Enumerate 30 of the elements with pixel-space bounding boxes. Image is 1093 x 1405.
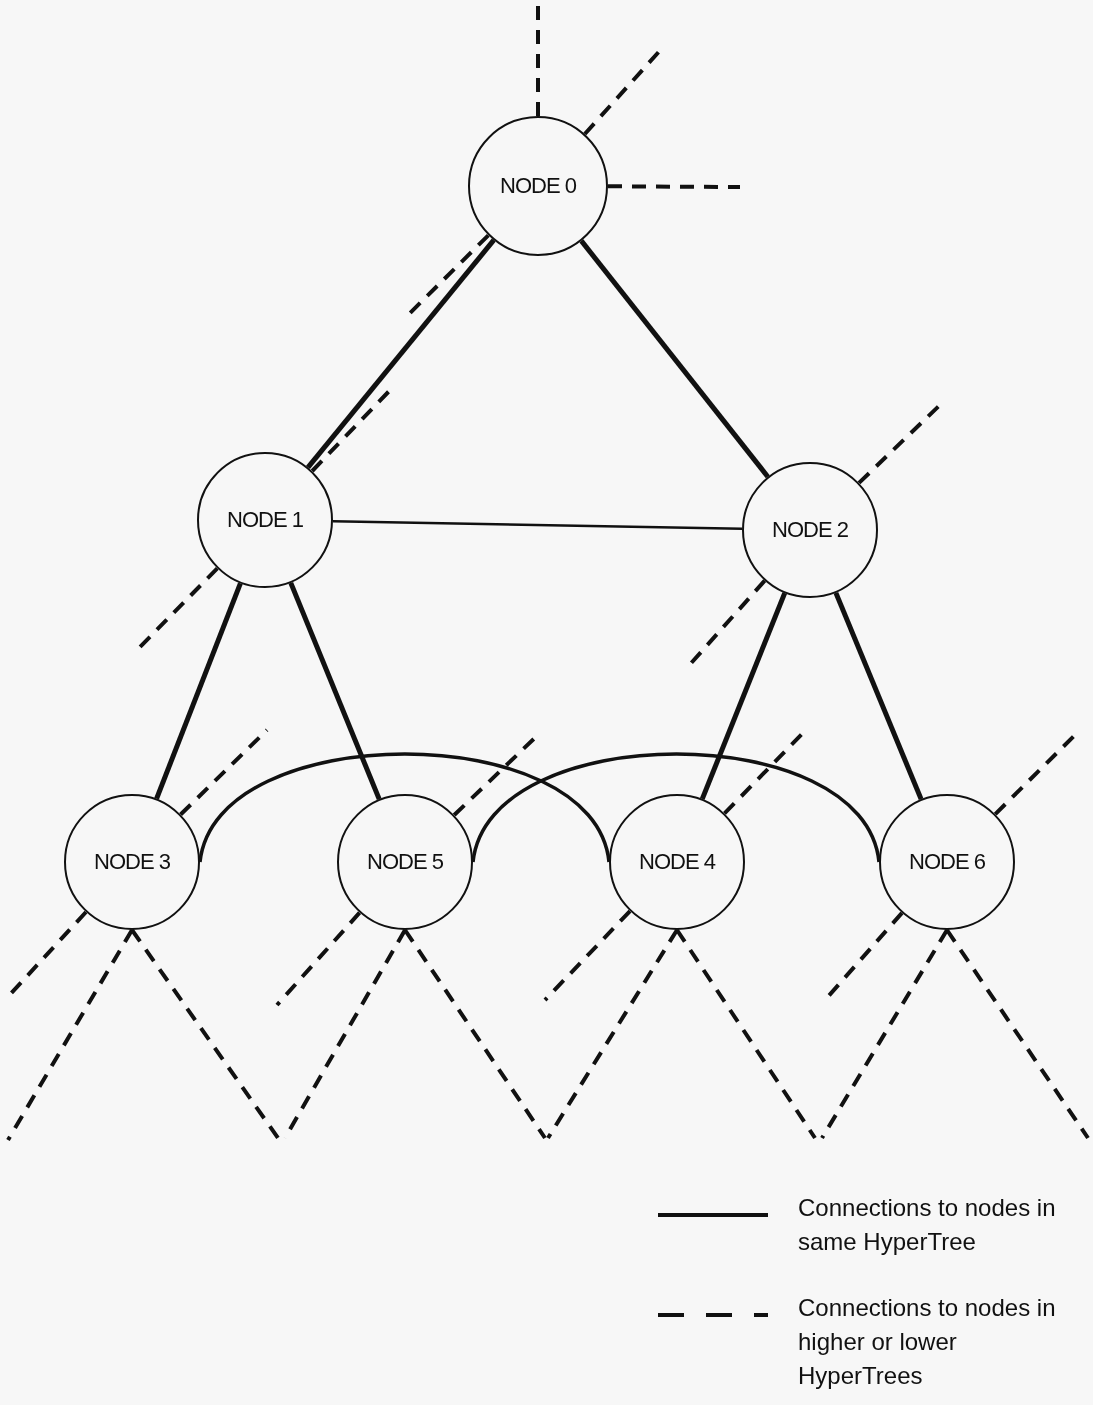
connector-line xyxy=(699,592,788,800)
connector-line xyxy=(833,591,924,801)
node-label: NODE 1 xyxy=(227,507,303,533)
dashed-connector xyxy=(820,928,949,1140)
connector-line xyxy=(471,752,881,863)
node-label: NODE 6 xyxy=(909,849,985,875)
node-label: NODE 2 xyxy=(772,517,848,543)
node-label: NODE 5 xyxy=(367,849,443,875)
legend-text: Connections to nodes in same HyperTree xyxy=(798,1193,1057,1257)
dashed-connector xyxy=(675,928,817,1140)
dashed-connector xyxy=(403,928,547,1140)
connector-line xyxy=(579,239,770,479)
dashed-connector xyxy=(275,911,362,1007)
connector-line xyxy=(198,752,611,863)
node-label: NODE 4 xyxy=(639,849,715,875)
dashed-connector xyxy=(6,929,134,1141)
connector-line xyxy=(154,582,243,800)
connector-line xyxy=(288,581,382,801)
dashed-connector xyxy=(179,728,269,816)
legend-text: Connections to nodes in higher or lower HyperTrees xyxy=(798,1293,1057,1391)
node-label: NODE 0 xyxy=(500,173,576,199)
dashed-connector xyxy=(543,909,632,1002)
node-label: NODE 3 xyxy=(94,849,170,875)
dashed-connector xyxy=(945,928,1090,1140)
dashed-connector xyxy=(546,928,679,1140)
connector-line xyxy=(332,519,743,531)
dashed-connector xyxy=(130,928,280,1140)
dashed-connector xyxy=(723,731,805,815)
dashed-connector xyxy=(608,184,740,189)
connector-line xyxy=(306,238,496,469)
